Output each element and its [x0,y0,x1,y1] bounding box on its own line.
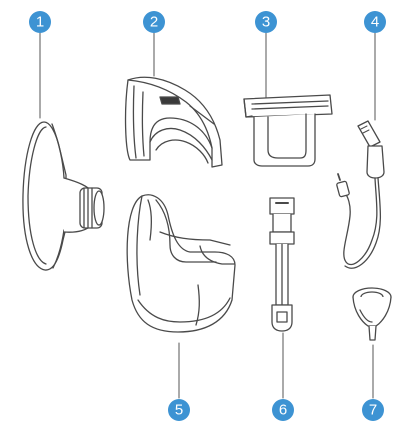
part-badge-3: 3 [255,11,277,33]
part-badge-6: 6 [272,399,294,421]
part-badge-1: 1 [29,11,51,33]
flange-icon [23,122,104,270]
valve-icon [353,288,391,340]
part-badge-5: 5 [168,399,190,421]
milk-container-icon [127,195,235,332]
part-number-6: 6 [279,402,287,419]
part-badge-2: 2 [143,11,165,33]
part-badge-7: 7 [362,399,384,421]
cap-icon [244,95,332,166]
part-number-4: 4 [371,14,379,31]
part-number-2: 2 [150,14,158,31]
part-number-5: 5 [175,402,183,419]
part-number-7: 7 [369,402,377,419]
usb-cable-icon [336,121,384,268]
part-badge-4: 4 [364,11,386,33]
part-number-1: 1 [36,14,44,31]
part-number-3: 3 [262,14,270,31]
pump-body-icon [126,77,222,167]
strap-icon [270,198,294,331]
